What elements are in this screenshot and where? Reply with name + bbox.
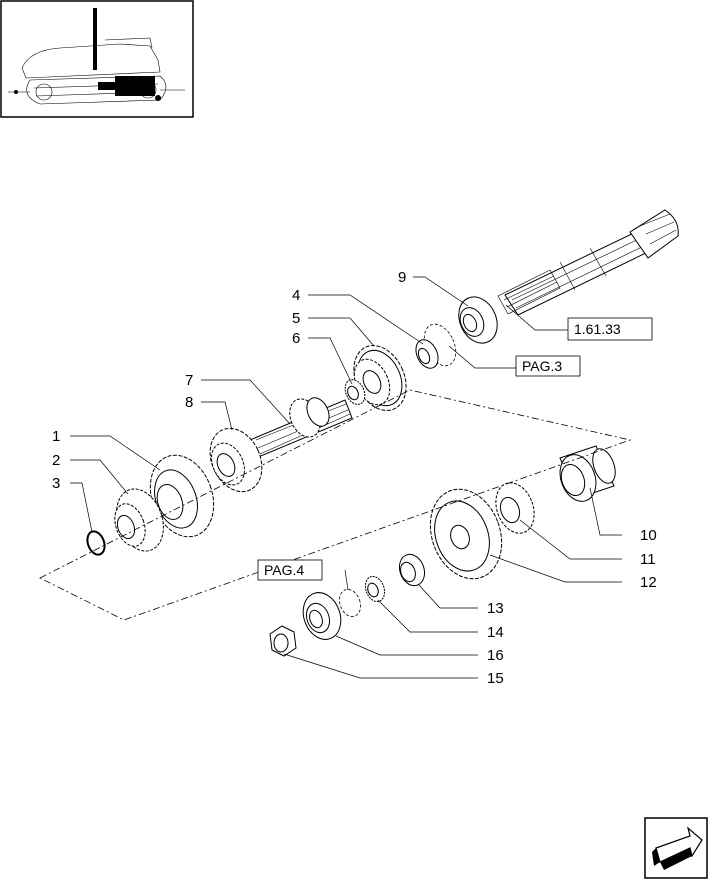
callout-9: 9 [398,269,406,286]
part-bushing-10 [559,445,616,502]
main-shaft [497,209,679,316]
callout-5: 5 [292,310,300,327]
callout-2: 2 [52,452,60,469]
part-gear-2 [114,488,164,552]
part-gear-5 [353,345,407,411]
callout-16: 16 [487,647,504,664]
callout-12: 12 [640,574,657,591]
ref-box-1-61-33[interactable]: 1.61.33 [567,317,653,341]
part-gear-1 [149,454,215,538]
callout-10: 10 [640,527,657,544]
part-shim-ring-lower [339,589,361,617]
callout-14: 14 [487,624,504,641]
part-snap-ring-3 [86,530,106,556]
ref-label-pag3: PAG.3 [522,358,562,374]
part-bearing-16 [302,592,342,640]
part-gear-8 [209,427,263,493]
callout-13: 13 [487,600,504,617]
next-page-arrow-icon[interactable] [644,817,708,879]
tractor-location-icon [0,0,194,118]
ref-box-pag4[interactable]: PAG.4 [257,559,323,581]
callout-1: 1 [52,428,60,445]
callout-8: 8 [185,394,193,411]
part-bearing-9 [458,296,498,344]
part-gear-11 [495,482,535,534]
part-needle-bearing-14 [364,575,386,603]
callout-3: 3 [52,475,60,492]
callout-4: 4 [292,287,300,304]
callout-11: 11 [640,551,656,568]
callout-6: 6 [292,330,300,347]
ref-box-pag3[interactable]: PAG.3 [515,355,581,377]
callout-labels: 1 2 3 4 5 6 7 8 9 10 11 12 13 14 16 15 [52,269,657,687]
part-shaft-7 [249,397,353,459]
assembly-boundary [39,389,632,621]
callout-7: 7 [185,372,193,389]
part-nut-15 [269,625,297,657]
ref-label-1-61-33: 1.61.33 [574,321,621,337]
part-bushing-13 [398,553,426,587]
part-needle-bearing-6 [344,379,366,405]
ref-label-pag4: PAG.4 [264,562,304,578]
part-gear-12 [429,488,503,580]
part-spacer-4 [415,339,439,369]
callout-15: 15 [487,670,504,687]
leader-lines [70,276,622,679]
